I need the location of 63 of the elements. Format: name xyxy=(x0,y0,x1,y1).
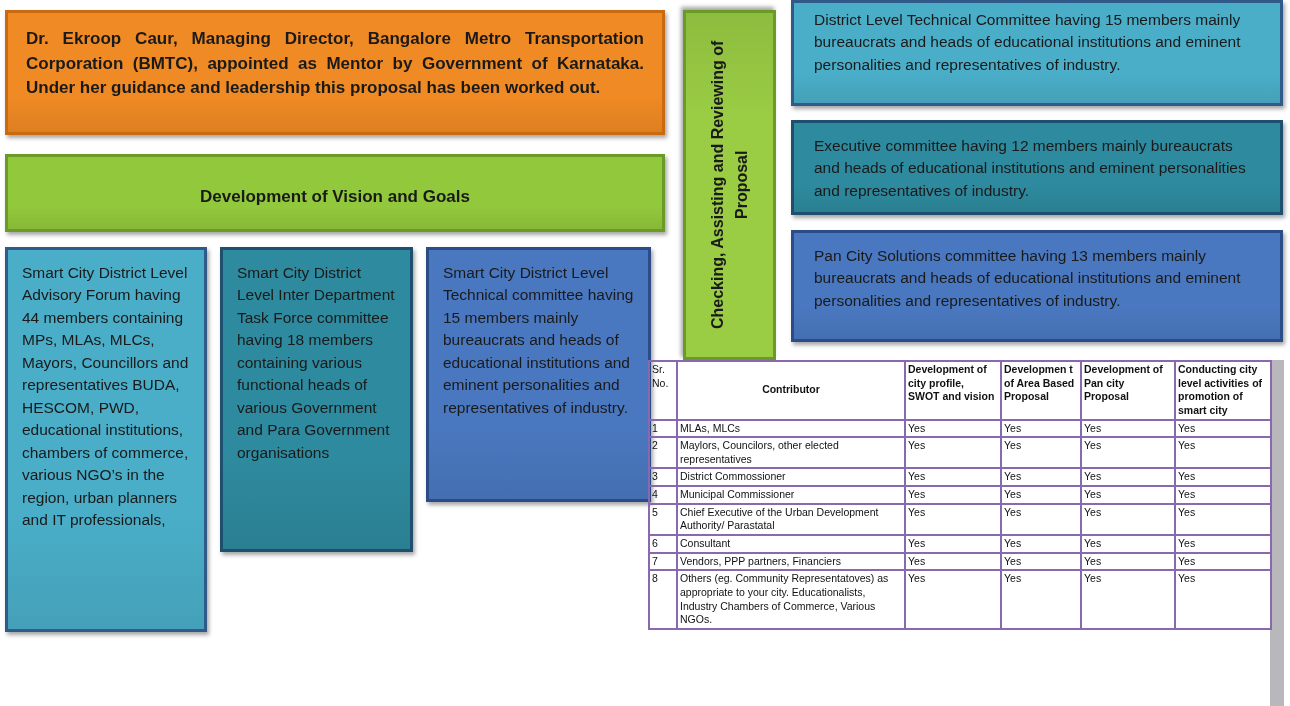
table-cell: Yes xyxy=(1001,486,1081,504)
table-cell: 3 xyxy=(649,468,677,487)
committee-box: Smart City District Level Inter Department Task Force committee having 18 members containing various functional heads of various Government and Para Government organisations xyxy=(220,247,413,552)
table-cell: Yes xyxy=(1081,486,1175,504)
committee-box: Smart City District Level Advisory Forum having 44 members containing MPs, MLAs, MLCs, Mayors, Councillors and representatives BUDA, HESCOM, PWD, educational institutions, chambers of commerce, various NGO’s in the region, urban planners and IT professionals, xyxy=(5,247,207,632)
table-cell: Yes xyxy=(905,503,1001,536)
table-cell: Yes xyxy=(905,570,1001,629)
table-cell: 1 xyxy=(649,419,677,438)
table-cell: Yes xyxy=(1175,419,1271,438)
table-cell: Yes xyxy=(905,535,1001,553)
table-cell: Yes xyxy=(1081,552,1175,571)
table-cell: Yes xyxy=(1175,486,1271,504)
table-cell: Yes xyxy=(1175,570,1271,629)
table-cell: Yes xyxy=(1001,437,1081,469)
table-cell: 7 xyxy=(649,552,677,571)
table-cell: Yes xyxy=(1001,570,1081,629)
table-cell: Yes xyxy=(1081,570,1175,629)
review-bar: Checking, Assisting and Reviewing of Proposal xyxy=(683,10,776,360)
table-cell: Others (eg. Community Representatoves) as appropriate to your city. Educationalists, Industry Chambers of Commerce, Various NGOs. xyxy=(677,570,905,629)
table-cell: Yes xyxy=(1175,503,1271,536)
table-cell: Yes xyxy=(1175,437,1271,469)
committee-box: District Level Technical Committee having 15 members mainly bureaucrats and heads of educational institutions and eminent personalities and representatives of industry. xyxy=(791,0,1283,106)
table-cell: Yes xyxy=(905,486,1001,504)
column-header: Contributor xyxy=(677,361,905,420)
column-header: Development of city profile, SWOT and vision xyxy=(905,361,1001,420)
vision-banner: Development of Vision and Goals xyxy=(5,154,665,232)
table-cell: 4 xyxy=(649,486,677,504)
table-cell: Yes xyxy=(1081,468,1175,487)
column-header: Developmen t of Area Based Proposal xyxy=(1001,361,1081,420)
table-cell: Consultant xyxy=(677,535,905,553)
table-cell: Yes xyxy=(1001,552,1081,571)
table-cell: Yes xyxy=(1001,503,1081,536)
table-cell: 6 xyxy=(649,535,677,553)
table-cell: Yes xyxy=(905,437,1001,469)
table-cell: Yes xyxy=(1001,535,1081,553)
table-cell: Vendors, PPP partners, Financiers xyxy=(677,552,905,571)
table-cell: Yes xyxy=(1175,468,1271,487)
table-cell: 5 xyxy=(649,503,677,536)
table-cell: Yes xyxy=(905,552,1001,571)
table-cell: Yes xyxy=(1081,419,1175,438)
table-cell: Yes xyxy=(905,419,1001,438)
table-cell: Maylors, Councilors, other elected representatives xyxy=(677,437,905,469)
mentor-banner: Dr. Ekroop Caur, Managing Director, Bangalore Metro Transportation Corporation (BMTC), appointed as Mentor by Government of Karnataka. Under her guidance and leadership this proposal has been worked out. xyxy=(5,10,665,135)
table-cell: 2 xyxy=(649,437,677,469)
table-cell: District Commossioner xyxy=(677,468,905,487)
table-cell: Chief Executive of the Urban Development Authority/ Parastatal xyxy=(677,503,905,536)
committee-box: Executive committee having 12 members mainly bureaucrats and heads of educational institutions and eminent personalities and representatives of industry. xyxy=(791,120,1283,215)
table-cell: Yes xyxy=(905,468,1001,487)
table-cell: MLAs, MLCs xyxy=(677,419,905,438)
table-cell: Yes xyxy=(1175,552,1271,571)
table-cell: Yes xyxy=(1001,468,1081,487)
column-header: Development of Pan city Proposal xyxy=(1081,361,1175,420)
table-cell: 8 xyxy=(649,570,677,629)
table-cell: Yes xyxy=(1175,535,1271,553)
committee-box: Pan City Solutions committee having 13 members mainly bureaucrats and heads of educational institutions and eminent personalities and representatives of industry. xyxy=(791,230,1283,342)
committee-box: Smart City District Level Technical committee having 15 members mainly bureaucrats and heads of educational institutions and eminent personalities and representatives of industry. xyxy=(426,247,651,502)
table-cell: Yes xyxy=(1081,503,1175,536)
table-cell: Yes xyxy=(1081,535,1175,553)
table-cell: Yes xyxy=(1081,437,1175,469)
table-cell: Yes xyxy=(1001,419,1081,438)
column-header: Conducting city level activities of promotion of smart city xyxy=(1175,361,1271,420)
column-header: Sr. No. xyxy=(649,361,677,420)
table-cell: Municipal Commissioner xyxy=(677,486,905,504)
